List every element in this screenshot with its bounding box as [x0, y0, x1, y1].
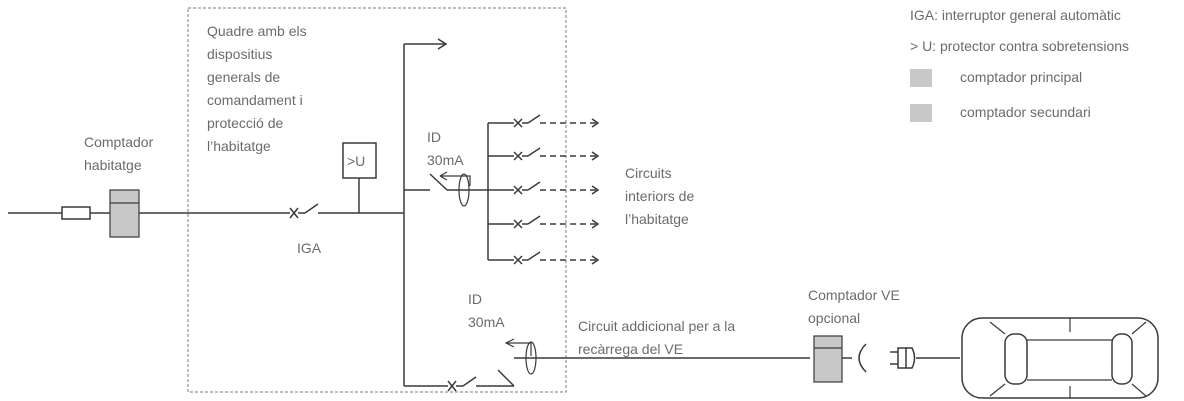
- interior-circuit: [488, 114, 600, 128]
- id-top-switch: [404, 171, 471, 207]
- ev-meter-label: Comptador VE: [808, 287, 900, 303]
- panel-box: [187, 7, 567, 393]
- ev-meter-label: opcional: [808, 310, 860, 326]
- interior-circuit: [488, 215, 600, 229]
- legend-iga-text: IGA: interruptor general automàtic: [910, 7, 1121, 23]
- dwelling-meter-label: habitatge: [84, 157, 142, 173]
- fuse-symbol: [61, 206, 91, 220]
- id-bottom-label: 30mA: [468, 314, 505, 330]
- panel-label-line: dispositius: [207, 46, 272, 62]
- legend: IGA: interruptor general automàtic > U: …: [910, 7, 1129, 122]
- panel-label-line: l’habitatge: [207, 138, 271, 154]
- dwelling-meter-label: Comptador: [84, 134, 154, 150]
- id-top-label: ID: [427, 129, 441, 145]
- surge-protector-label: >U: [347, 153, 365, 169]
- legend-surge-text: > U: protector contra sobretensions: [910, 38, 1129, 54]
- id-bottom-switch: [497, 338, 537, 387]
- legend-main-meter-text: comptador principal: [960, 69, 1082, 85]
- ev-circuit-label: Circuit addicional per a la: [578, 318, 735, 334]
- interior-circuit: [488, 181, 600, 195]
- car-icon: [961, 317, 1159, 399]
- panel-label-line: comandament i: [207, 92, 303, 108]
- iga-label: IGA: [297, 240, 322, 256]
- interior-circuits-label: l’habitatge: [625, 211, 689, 227]
- id-bottom-label: ID: [468, 291, 482, 307]
- panel-label-line: protecció de: [207, 115, 283, 131]
- socket-icon: [858, 343, 867, 373]
- legend-main-meter-swatch: [910, 69, 932, 87]
- interior-circuit: [488, 147, 600, 161]
- legend-secondary-meter-text: comptador secundari: [960, 104, 1091, 120]
- panel-label: Quadre amb els dispositius generals de c…: [207, 23, 307, 154]
- interior-circuits-label: Circuits: [625, 165, 672, 181]
- arrow-icon: [437, 38, 448, 50]
- dwelling-meter: [109, 189, 140, 238]
- iga-breaker: [289, 203, 319, 219]
- panel-label-line: Quadre amb els: [207, 23, 307, 39]
- id-top-label: 30mA: [427, 152, 464, 168]
- ev-meter: [813, 335, 843, 383]
- interior-circuit: [488, 251, 600, 265]
- ev-circuit-label: recàrrega del VE: [578, 341, 683, 357]
- legend-secondary-meter-swatch: [910, 104, 932, 122]
- ev-breaker: [447, 376, 477, 392]
- panel-label-line: generals de: [207, 69, 280, 85]
- interior-circuits-label: interiors de: [625, 188, 694, 204]
- plug-icon: [890, 347, 916, 369]
